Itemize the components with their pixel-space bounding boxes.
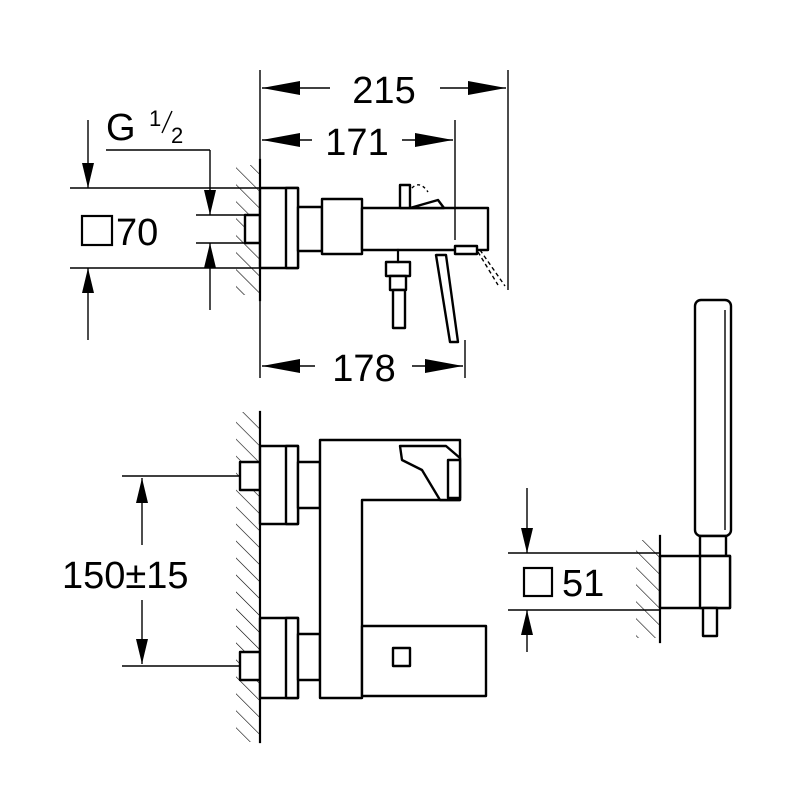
hose-outlet <box>391 288 407 330</box>
centre-distance-label: 150±15 <box>62 555 189 597</box>
spout-width-label: 171 <box>325 122 388 164</box>
nut-side <box>296 205 324 253</box>
holder-dimension: 51 <box>508 488 660 652</box>
upper-inlet <box>238 460 262 492</box>
overall-width-label: 215 <box>352 70 415 112</box>
thread-denominator: 2 <box>171 123 183 148</box>
spout-front <box>360 624 488 698</box>
lever-blade <box>434 253 460 344</box>
square-symbol-70 <box>80 214 114 247</box>
thread-callout: G 1 2 <box>106 106 245 310</box>
thread-g-label: G <box>106 107 136 149</box>
mixer-body-side <box>320 197 364 256</box>
fraction-slash <box>161 110 173 134</box>
lower-nut <box>296 632 322 682</box>
dimension-178: 178 <box>262 348 463 390</box>
wall-hatch-holder <box>636 540 660 638</box>
lever-top <box>408 198 446 210</box>
escutcheon-dimension: 70 <box>70 120 260 340</box>
diverter-knob <box>384 260 412 278</box>
water-jet-line-2 <box>479 249 506 287</box>
hand-shower-handle-end <box>698 534 728 560</box>
escutcheon-square-label: 70 <box>116 212 158 254</box>
lever-post <box>398 183 412 210</box>
aerator-front <box>391 646 412 668</box>
mixer-body-front <box>318 438 462 700</box>
lever-front <box>398 444 462 502</box>
thread-numerator: 1 <box>149 106 161 131</box>
lower-inlet <box>238 650 262 682</box>
dimension-215: 215 <box>262 70 506 112</box>
centre-distance-dimension: 150±15 <box>62 475 240 667</box>
water-jet-line-1 <box>477 251 499 286</box>
side-view: 215 171 178 G 1 2 <box>70 70 509 390</box>
front-view: 150±15 <box>62 410 488 744</box>
hand-shower-view: 51 <box>508 298 733 652</box>
upper-nut <box>296 460 322 510</box>
aerator <box>453 244 479 256</box>
dimension-171: 171 <box>262 122 453 164</box>
lever-rotation-arc <box>411 184 429 193</box>
lever-width-label: 178 <box>332 348 395 390</box>
inlet-pipe <box>243 213 262 245</box>
spout-side <box>360 206 490 252</box>
hose-connection <box>701 606 719 638</box>
escutcheon-face <box>284 186 300 270</box>
diverter-collar <box>388 274 408 292</box>
holder-square-label: 51 <box>562 563 604 605</box>
square-symbol-51 <box>522 566 554 598</box>
